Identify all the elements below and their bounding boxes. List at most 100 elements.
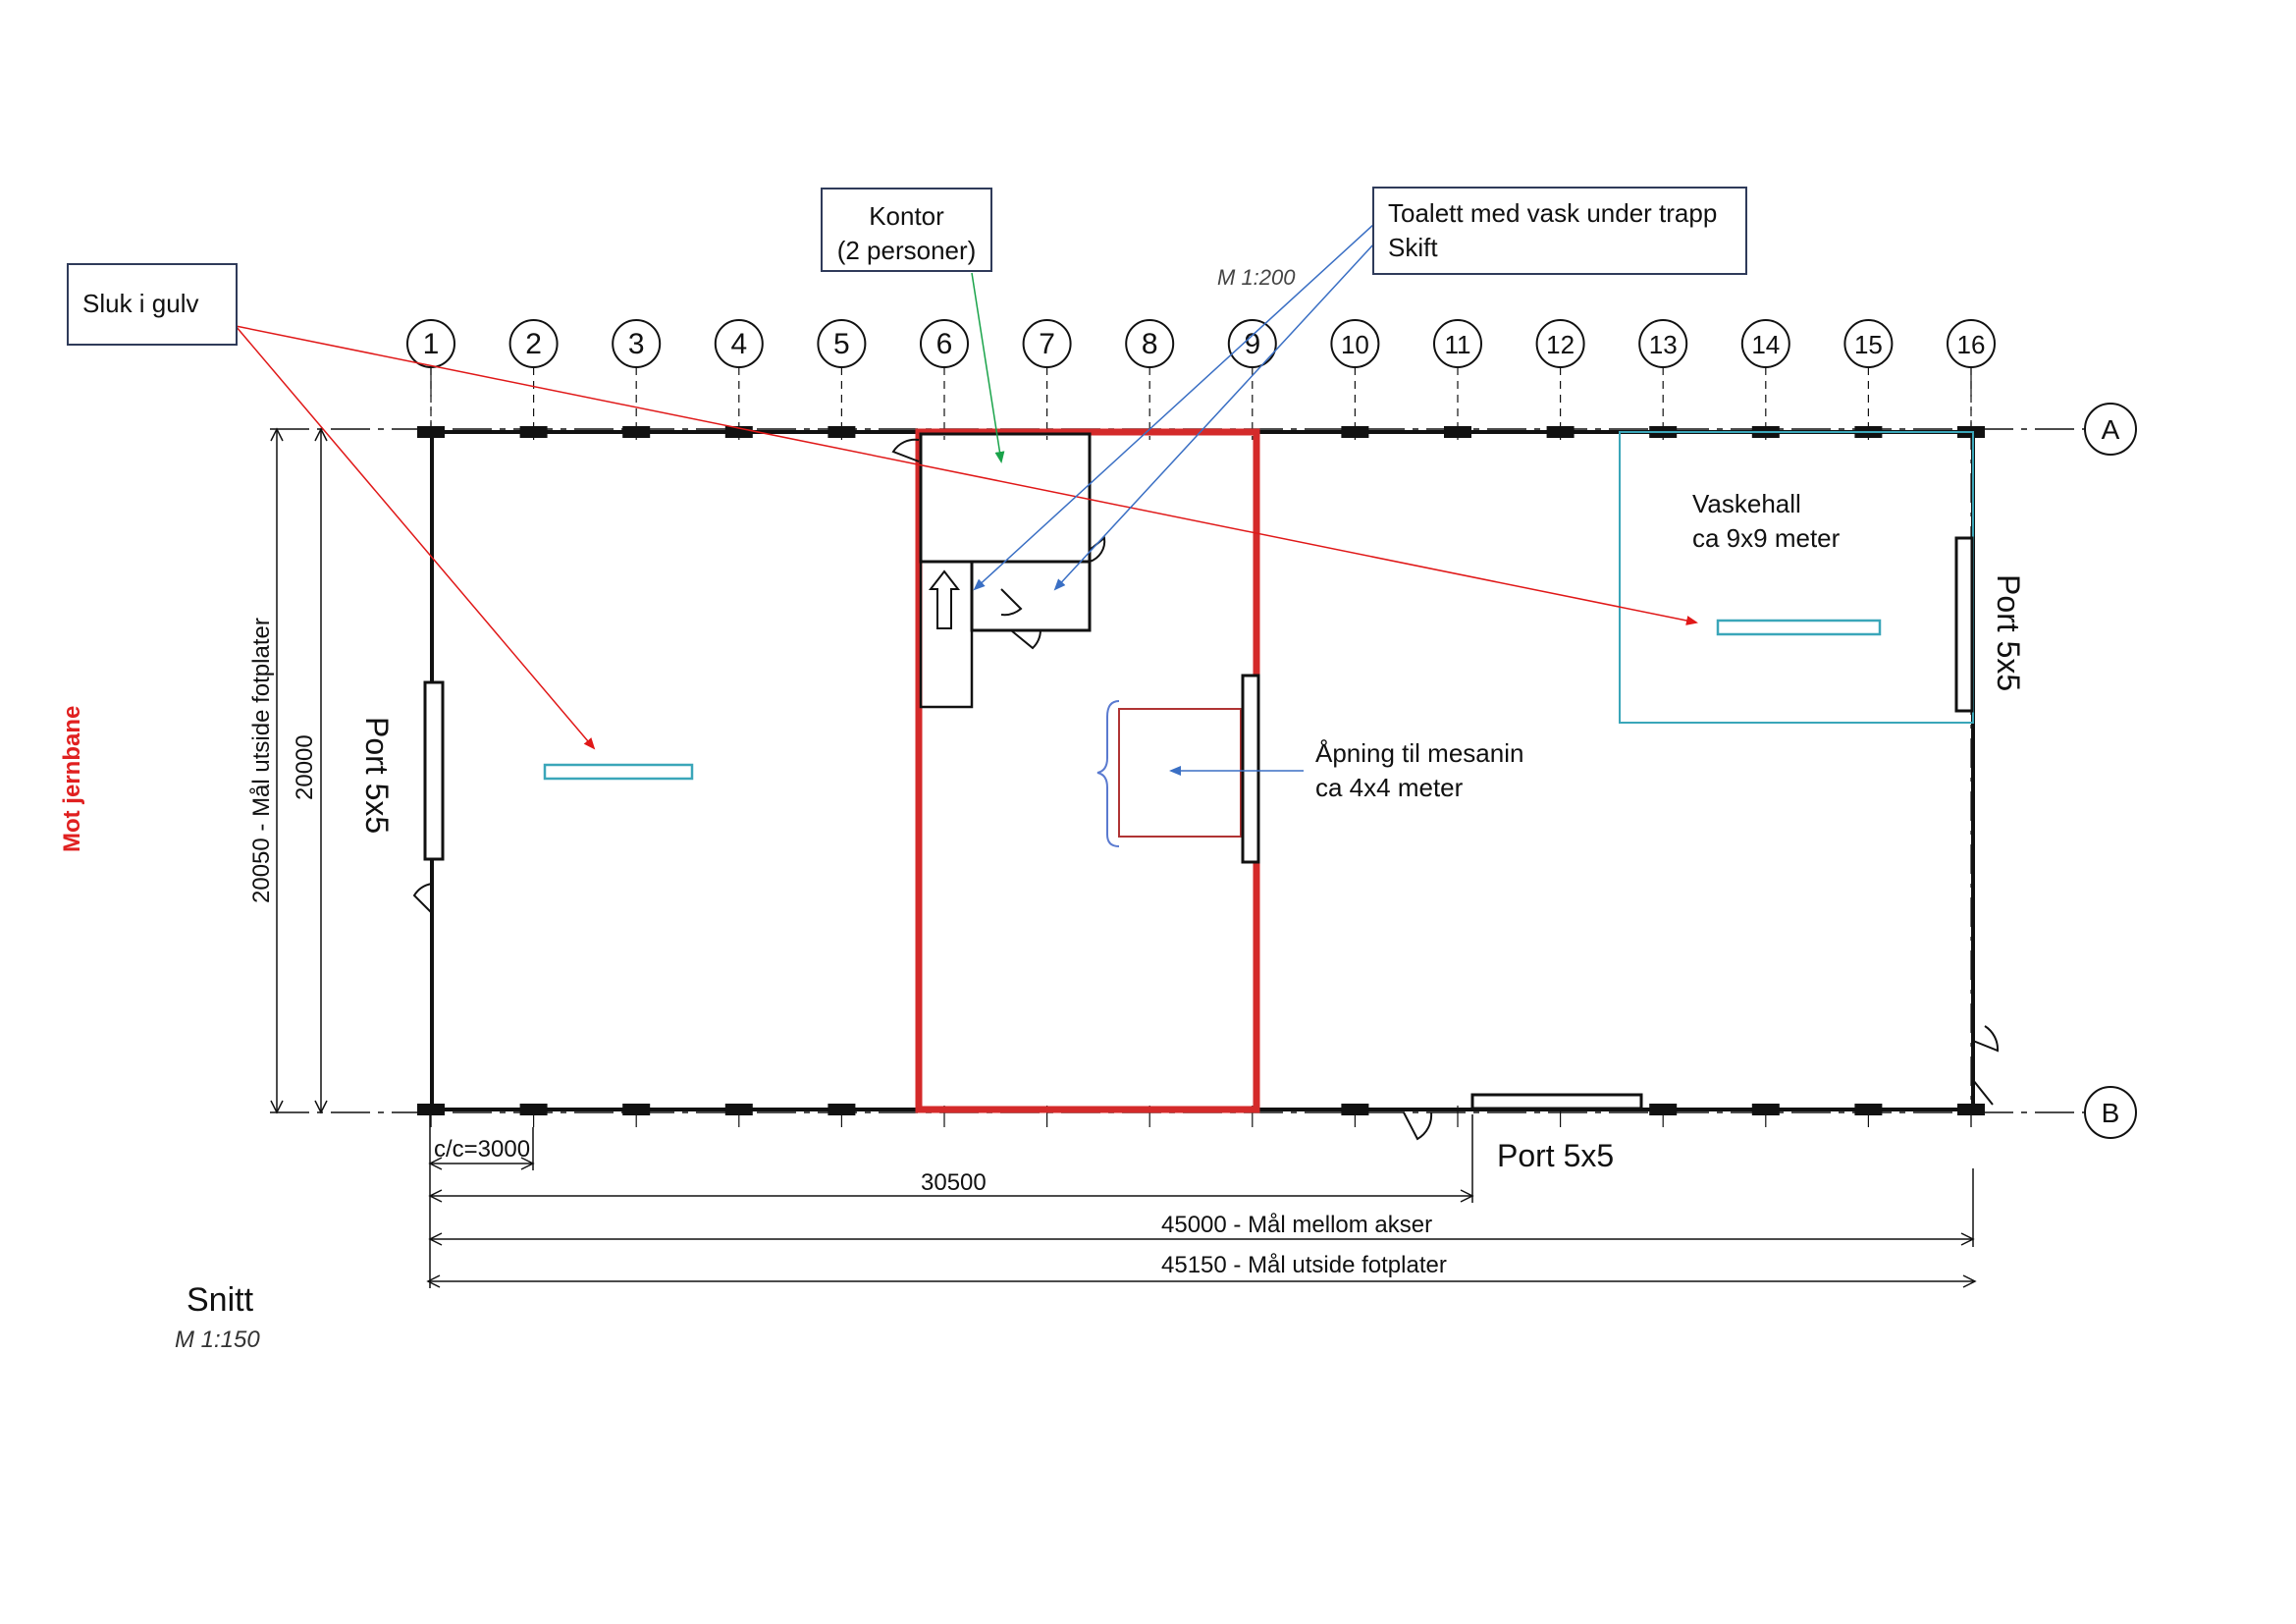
- axis-number-9: 9: [1227, 319, 1277, 1127]
- arrow-toalett-1: [973, 223, 1375, 591]
- arrow-toalett-2: [1053, 243, 1375, 591]
- axis-number-circle: [920, 319, 969, 368]
- column-footplate-bottom: [724, 1104, 753, 1115]
- column-footplate-top: [828, 426, 856, 438]
- port-right-label: Port 5x5: [1991, 574, 2026, 691]
- column-footplate-top: [622, 426, 651, 438]
- label-vaskehall: Vaskehall ca 9x9 meter: [1692, 487, 1840, 556]
- bottom-door-swing: [1403, 1111, 1433, 1141]
- callout-sluk-text: Sluk i gulv: [82, 289, 199, 318]
- bottom-port-opening: [1470, 1093, 1643, 1110]
- axis-letter-b-label: B: [2102, 1098, 2120, 1128]
- axis-number-label: 1: [423, 328, 440, 360]
- label-apning: Åpning til mesanin ca 4x4 meter: [1315, 736, 1523, 805]
- axis-number-label: 15: [1854, 330, 1883, 359]
- port-bottom-label: Port 5x5: [1497, 1138, 1614, 1173]
- axis-number-label: 9: [1244, 328, 1260, 360]
- axis-number-circle: [817, 319, 867, 368]
- column-footplate-top: [1444, 426, 1471, 438]
- stair-arrow: [928, 569, 961, 629]
- axis-number-circle: [714, 319, 764, 368]
- axis-number-label: 7: [1039, 328, 1055, 360]
- floor-drain-left: [543, 763, 694, 781]
- arrow-kontor: [971, 272, 1005, 463]
- axis-number-circle: [1947, 319, 1996, 368]
- callout-toalett-line2: Skift: [1388, 233, 1438, 263]
- axis-number-5: 5: [817, 319, 867, 1127]
- column-footplate-bottom: [1649, 1104, 1678, 1115]
- mesanin-opening: [1118, 708, 1242, 838]
- axis-number-circle: [1740, 319, 1790, 368]
- axis-number-label: 16: [1957, 330, 1986, 359]
- axis-number-circle: [406, 319, 455, 368]
- callout-sluk-i-gulv: Sluk i gulv: [67, 263, 238, 346]
- dim-20050-label: 20050 - Mål utside fotplater: [248, 618, 275, 903]
- axis-number-3: 3: [612, 319, 662, 1127]
- mesanin-brace: [1096, 700, 1120, 847]
- dim-45150-label: 45150 - Mål utside fotplater: [1161, 1252, 1447, 1278]
- port-left-label: Port 5x5: [359, 717, 395, 834]
- axis-number-15: 15: [1843, 319, 1894, 1127]
- toilet-door2-swing: [1010, 629, 1041, 650]
- axis-number-12: 12: [1535, 319, 1585, 1127]
- vaskehall-area: [1619, 431, 1974, 724]
- arrow-sluk-left: [235, 325, 596, 750]
- column-footplate-bottom: [1957, 1104, 1985, 1115]
- axis-number-label: 3: [628, 328, 645, 360]
- column-footplate-top: [1341, 426, 1369, 438]
- callout-toalett-line1: Toalett med vask under trapp: [1388, 198, 1718, 228]
- callout-kontor: Kontor (2 personer): [821, 188, 992, 272]
- axis-number-circle: [1330, 319, 1380, 368]
- column-footplate-top: [1546, 426, 1575, 438]
- axis-letter-b: B: [2084, 1086, 2137, 1139]
- axis-number-circle: [1227, 319, 1277, 368]
- dim-30500-label: 30500: [921, 1169, 987, 1196]
- arrow-sluk-right: [235, 325, 1698, 625]
- dim-arrows-v: [270, 427, 328, 1114]
- callout-kontor-line1: Kontor: [869, 201, 944, 231]
- dim-cc-label: c/c=3000: [434, 1136, 530, 1163]
- axis-number-6: 6: [920, 319, 969, 1127]
- label-vaskehall-line1: Vaskehall: [1692, 489, 1801, 518]
- callout-kontor-line2: (2 personer): [836, 236, 977, 266]
- axis-number-11: 11: [1433, 319, 1482, 1127]
- scale-note-top: M 1:200: [1217, 265, 1296, 290]
- left-port-opening: [423, 680, 445, 861]
- axis-number-label: 2: [525, 328, 542, 360]
- axis-number-circle: [1433, 319, 1482, 368]
- label-apning-line1: Åpning til mesanin: [1315, 738, 1524, 768]
- column-footplate-bottom: [828, 1104, 856, 1115]
- column-footplate-bottom: [417, 1104, 445, 1115]
- axis-letter-a: A: [2084, 403, 2137, 456]
- axis-number-7: 7: [1022, 319, 1072, 1127]
- column-footplate-bottom: [622, 1104, 651, 1115]
- office-door-swing: [1089, 536, 1106, 563]
- label-apning-line2: ca 4x4 meter: [1315, 773, 1464, 803]
- column-footplate-bottom: [519, 1104, 548, 1115]
- callout-toalett: Toalett med vask under trapp Skift: [1372, 187, 1747, 275]
- columns-bottom: [417, 1104, 1985, 1115]
- axis-number-10: 10: [1330, 319, 1380, 1127]
- axis-number-circle: [1022, 319, 1072, 368]
- column-footplate-bottom: [1341, 1104, 1369, 1115]
- right-port-opening: [1954, 536, 1974, 713]
- axis-number-label: 12: [1546, 330, 1575, 359]
- office-room: [919, 432, 1092, 564]
- column-footplate-bottom: [1854, 1104, 1883, 1115]
- column-footplate-bottom: [1751, 1104, 1780, 1115]
- axis-number-2: 2: [508, 319, 559, 1127]
- axis-number-circle: [1843, 319, 1894, 368]
- axis-number-circle: [1125, 319, 1175, 368]
- axis-letter-a-label: A: [2102, 414, 2120, 445]
- left-door-swing: [412, 883, 433, 914]
- right-door-swing: [1972, 1025, 2000, 1053]
- label-vaskehall-line2: ca 9x9 meter: [1692, 523, 1841, 554]
- axis-number-8: 8: [1125, 319, 1175, 1127]
- axis-number-label: 4: [730, 328, 747, 360]
- axis-number-4: 4: [714, 319, 764, 1127]
- axis-number-label: 14: [1751, 330, 1780, 359]
- column-footplate-top: [417, 426, 445, 438]
- axis-number-circle: [1638, 319, 1688, 368]
